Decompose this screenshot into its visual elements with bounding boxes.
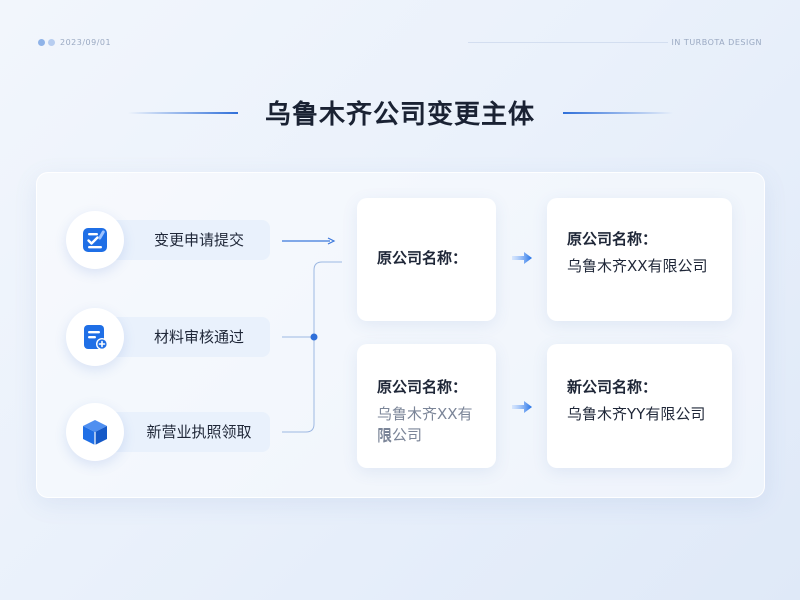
card-original-name-3: 原公司名称： 乌鲁木齐XX有限 限公司 xyxy=(357,344,496,468)
card-value-line2: 限公司 xyxy=(377,426,423,444)
card-original-name-1: 原公司名称： xyxy=(357,198,496,321)
arrow-right-icon xyxy=(512,252,532,264)
title-section: 乌鲁木齐公司变更主体 xyxy=(0,88,800,138)
document-review-icon xyxy=(84,325,108,350)
title-line-right xyxy=(563,112,673,114)
header-dot-icon xyxy=(38,39,45,46)
step-pill xyxy=(96,412,270,452)
step-pill xyxy=(96,317,270,357)
step-icon-circle xyxy=(66,211,124,269)
step-application-submit: 变更申请提交 xyxy=(66,211,272,269)
card-value: 乌鲁木齐YY有限公司 xyxy=(567,405,706,423)
header-left-text: 2023/09/01 xyxy=(60,38,112,47)
step-label: 材料审核通过 xyxy=(153,328,244,346)
card-value: 乌鲁木齐XX有限公司 xyxy=(567,257,708,275)
step-license-pickup: 新营业执照领取 xyxy=(66,403,272,461)
card-heading: 原公司名称： xyxy=(377,378,468,396)
page-title: 乌鲁木齐公司变更主体 xyxy=(264,100,535,130)
title-line-left xyxy=(128,112,238,114)
top-header-bar: 2023/09/01 IN TURBOTA DESIGN xyxy=(38,36,762,50)
header-right-text: IN TURBOTA DESIGN xyxy=(671,38,762,47)
card-new-name: 新公司名称： 乌鲁木齐YY有限公司 xyxy=(547,344,732,468)
card-value-line1: 乌鲁木齐XX有限 xyxy=(377,405,473,445)
step-label: 变更申请提交 xyxy=(153,231,244,249)
checklist-icon xyxy=(83,228,107,252)
card-original-name-2: 原公司名称： 乌鲁木齐XX有限公司 xyxy=(547,198,732,321)
card-heading: 原公司名称： xyxy=(377,249,468,267)
package-box-icon xyxy=(83,420,107,445)
header-divider xyxy=(468,42,668,43)
arrow-right-icon xyxy=(512,401,532,413)
card-heading: 新公司名称： xyxy=(567,378,658,396)
step-icon-circle xyxy=(66,403,124,461)
header-dot-icon xyxy=(48,39,55,46)
step-label: 新营业执照领取 xyxy=(146,423,252,441)
card-heading: 原公司名称： xyxy=(567,230,658,248)
step-material-review: 材料审核通过 xyxy=(66,308,272,366)
step-pill xyxy=(96,220,270,260)
step-icon-circle xyxy=(66,308,124,366)
